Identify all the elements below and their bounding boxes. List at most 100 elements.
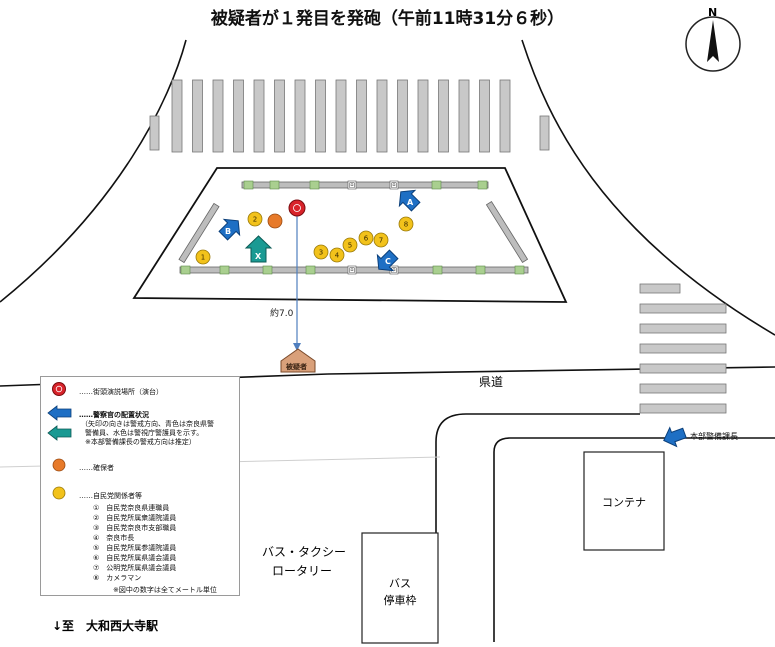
rail-post: [432, 265, 443, 275]
bus-stop-label-1: バス: [389, 577, 411, 590]
rail-post: [477, 180, 488, 190]
legend-teal-arrow-icon: [47, 425, 72, 441]
legend-note: ※図中の数字は全てメートル単位: [113, 586, 217, 594]
party-member-number: 8: [404, 221, 408, 229]
crosswalk-stripe: [458, 79, 470, 153]
legend-party-icon: [52, 486, 66, 500]
rail-post: [219, 265, 230, 275]
rail-post: [269, 180, 280, 190]
legend-member-item: ⑤ 自民党所属参議院議員: [93, 544, 177, 552]
legend-member-item: ⑥ 自民党所属県議会議員: [93, 554, 177, 562]
prefectural-road-label: 県道: [479, 375, 503, 389]
crosswalk-stripe: [639, 363, 727, 374]
legend-arrestee-label: ……確保者: [79, 464, 114, 472]
crosswalk-stripe: [417, 79, 429, 153]
rail-post: [305, 265, 316, 275]
crosswalk-stripe: [639, 283, 681, 294]
rail-post: [431, 180, 442, 190]
svg-text:X: X: [255, 252, 262, 261]
station-direction-label: ↓至 大和西大寺駅: [52, 618, 159, 633]
legend-member-item: ④ 奈良市長: [93, 534, 135, 542]
distance-label: 約7.0: [270, 307, 294, 319]
crosswalk-stripe: [639, 343, 727, 354]
hq-chief-officer: [663, 426, 687, 448]
crosswalk-stripe: [376, 79, 388, 153]
legend-member-item: ⑦ 公明党所属県議会議員: [93, 564, 177, 572]
officer-b-label: B: [225, 227, 231, 236]
rail-post: [475, 265, 486, 275]
container-box: [583, 451, 665, 551]
party-member-4: 4: [329, 247, 345, 263]
crosswalk-stripe: [335, 79, 347, 153]
legend-party-title: ……自民党関係者等: [79, 492, 142, 500]
speech-spot-icon: [288, 199, 306, 217]
legend-speech-label: ……街頭演説場所（演台）: [79, 388, 163, 396]
guard-rail-right: [485, 201, 529, 263]
crosswalk-right: [639, 283, 727, 414]
crosswalk-stripe: [499, 79, 511, 153]
legend-blue-arrow-icon: [47, 405, 72, 421]
crosswalk-stripe: [253, 79, 265, 153]
svg-text:N: N: [708, 6, 717, 19]
crosswalk-stripe: [639, 303, 727, 314]
officer-b: [218, 218, 241, 241]
party-member-number: 3: [319, 249, 323, 257]
party-member-number: 1: [201, 254, 205, 262]
officer-a: [398, 189, 421, 212]
party-member-5: 5: [342, 237, 358, 253]
crosswalk-stripe: [356, 79, 367, 153]
crosswalk-top: [149, 79, 550, 153]
party-member-2: 2: [247, 211, 263, 227]
legend-police-note-1: （矢印の向きは警戒方向、青色は奈良県警: [81, 420, 214, 428]
rail-post: [514, 265, 525, 275]
rail-post: [309, 180, 320, 190]
officer-c-label: C: [385, 257, 391, 266]
legend: ……街頭演説場所（演台） ……警察官の配置状況 （矢印の向きは警戒方向、青色は奈…: [40, 376, 240, 596]
road-edge-upper-left: [0, 39, 187, 303]
legend-police-note-2: 警備員、水色は警視庁警護員を示す。: [85, 429, 204, 437]
bus-stop-box: [361, 532, 439, 644]
legend-speech-icon: [52, 382, 66, 396]
crosswalk-stripe: [233, 79, 244, 153]
suspect-marker: 被疑者: [280, 348, 316, 373]
crosswalk-stripe: [294, 79, 306, 153]
party-member-6: 6: [358, 230, 374, 246]
party-member-7: 7: [373, 232, 389, 248]
crosswalk-stripe-short: [149, 115, 160, 151]
officer-c: [376, 249, 399, 272]
party-member-3: 3: [313, 244, 329, 260]
rail-post: [180, 265, 191, 275]
arrestee-marker: [267, 213, 283, 229]
party-member-number: 5: [348, 242, 352, 250]
rail-post: [243, 180, 254, 190]
svg-text:回: 回: [349, 183, 355, 190]
page-title: 被疑者が１発目を発砲（午前11時31分６秒）: [210, 9, 565, 29]
crosswalk-stripe: [171, 79, 183, 153]
north-arrow-icon: [707, 20, 719, 62]
distance-arrow-icon: [293, 343, 301, 351]
container-label: コンテナ: [602, 496, 646, 509]
hq-chief-label: 本部警備課長: [690, 431, 738, 441]
crosswalk-stripe: [639, 383, 727, 394]
crosswalk-stripe: [192, 79, 203, 153]
legend-police-note-3: ※本部警備課長の警戒方向は推定）: [85, 438, 196, 446]
party-member-number: 2: [253, 216, 257, 224]
compass: N: [685, 6, 741, 72]
crosswalk-stripe: [274, 79, 285, 153]
guard-rail-top: [241, 181, 489, 189]
party-member-8: 8: [398, 216, 414, 232]
party-member-number: 7: [379, 237, 383, 245]
crosswalk-stripe: [397, 79, 408, 153]
bus-stop-label-2: 停車枠: [384, 593, 417, 607]
legend-arrestee-icon: [52, 458, 66, 472]
crosswalk-stripe: [479, 79, 490, 153]
guard-rail-left: [178, 202, 220, 264]
legend-member-item: ① 自民党奈良県連職員: [93, 504, 170, 512]
officer-a-label: A: [407, 198, 414, 207]
party-member-number: 4: [335, 252, 340, 260]
rail-post: [262, 265, 273, 275]
rail-posts: [180, 180, 525, 275]
officer-x: X: [244, 235, 273, 263]
